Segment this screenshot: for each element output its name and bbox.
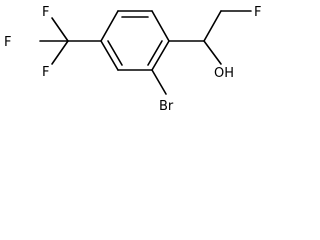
benzene-ring [100, 10, 170, 71]
fluorine-left-label: F [4, 35, 11, 50]
fluorine-side-chain-label: F [254, 5, 261, 20]
choh-to-ch2-bond [203, 10, 222, 42]
fluoroethanol-side-chain: F OH [168, 5, 261, 81]
choh-to-oh-bond [203, 40, 222, 65]
fluorine-bottom-label: F [42, 65, 49, 80]
hydroxyl-label: OH [214, 66, 234, 81]
bromine-substituent: Br [151, 69, 174, 114]
ring-to-br-bond [151, 69, 167, 95]
trifluoromethyl-group: F F F [4, 5, 102, 80]
cf3-bond-top [51, 17, 69, 42]
fluorine-top-label: F [42, 5, 49, 20]
cf3-bond-bottom [51, 40, 69, 65]
ring-bond-upper-left [100, 10, 119, 42]
ring-inner-double-left [107, 40, 123, 66]
ring-bond-upper-right [151, 10, 170, 42]
ring-bond-lower-right [151, 40, 170, 71]
ring-bond-lower-left [100, 40, 119, 71]
bromine-label: Br [159, 99, 174, 114]
ring-inner-double-right [147, 40, 163, 66]
chemical-structure-diagram: F F F Br F OH [4, 5, 261, 114]
